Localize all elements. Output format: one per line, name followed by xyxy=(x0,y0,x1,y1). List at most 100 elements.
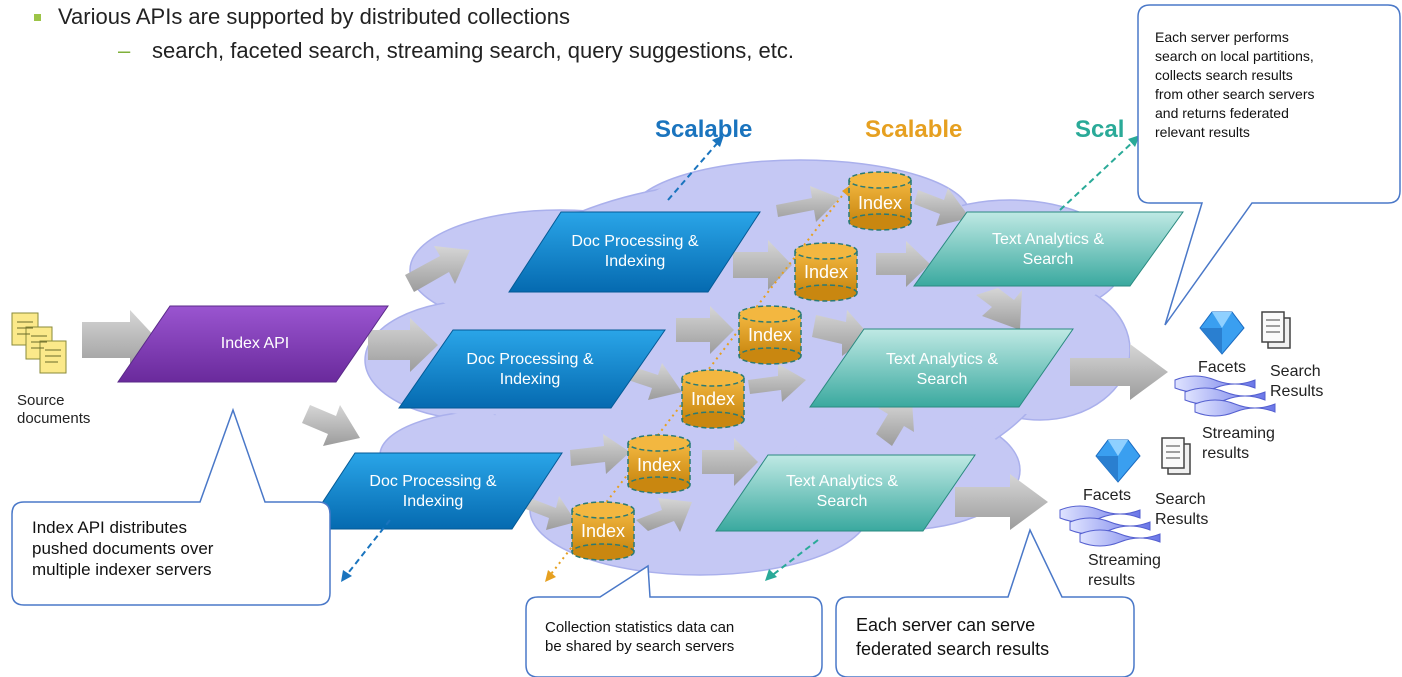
doc-processing-line-2: Indexing xyxy=(402,493,464,510)
callout-line: be shared by search servers xyxy=(545,638,735,655)
doc-processing-node-1 xyxy=(508,211,761,293)
arrow-ta3-to-output xyxy=(955,474,1048,530)
facets-gem-icon-1 xyxy=(1199,311,1245,355)
callout-partitions-shape xyxy=(1137,4,1401,326)
arrow-doc2-to-index4 xyxy=(622,363,682,400)
streaming-wave-icon-1 xyxy=(1174,375,1276,417)
doc-processing-line-1: Doc Processing & xyxy=(466,351,594,368)
arrow-ta2-to-output xyxy=(1070,344,1168,400)
index-label-5: Index xyxy=(636,455,682,475)
streaming-line-1: Streaming xyxy=(1202,425,1275,442)
text-analytics-line-1: Text Analytics & xyxy=(991,231,1105,248)
index-label-1: Index xyxy=(857,193,903,213)
text-analytics-node-3 xyxy=(715,454,976,532)
index-cylinder-2 xyxy=(794,242,858,302)
search-results-label-2: Search Results xyxy=(1155,490,1225,530)
index-cylinder-6 xyxy=(571,501,635,561)
scalable-teal-arrow-up xyxy=(1059,139,1136,211)
source-documents-label: Source documents xyxy=(17,392,90,428)
doc-processing-line-1: Doc Processing & xyxy=(369,473,497,490)
callout-line: relevant results xyxy=(1155,124,1250,140)
text-analytics-label-2: Text Analytics & Search xyxy=(842,350,1042,390)
callout-line: Each server can serve xyxy=(856,615,1036,635)
callout-index-api-shape xyxy=(11,407,331,606)
callout-index-api-text: Index API distributes pushed documents o… xyxy=(32,517,213,580)
arrow-doc2-to-index3 xyxy=(676,306,734,354)
bullet-square-icon xyxy=(34,14,41,21)
streaming-label-2: Streaming results xyxy=(1088,551,1161,591)
arrow-doc3-to-index6 xyxy=(523,496,576,530)
index-cylinders xyxy=(571,171,912,561)
doc-processing-line-1: Doc Processing & xyxy=(571,233,699,250)
scalable-blue-arrow-up xyxy=(667,139,721,201)
text-analytics-line-1: Text Analytics & xyxy=(785,473,899,490)
index-api-node xyxy=(117,305,389,383)
arrow-index4-to-ta2 xyxy=(748,364,806,402)
bullet-item-2: – search, faceted search, streaming sear… xyxy=(20,36,794,66)
source-documents-icon xyxy=(11,312,67,374)
text-analytics-line-1: Text Analytics & xyxy=(885,351,999,368)
scalable-blue-arrowhead-down xyxy=(341,570,352,582)
callout-line: Each server performs xyxy=(1155,29,1289,45)
search-results-line-2: Results xyxy=(1155,511,1209,528)
text-analytics-line-2: Search xyxy=(1022,251,1074,268)
scalable-teal-arrow-down xyxy=(769,539,819,578)
callout-line: collects search results xyxy=(1155,67,1293,83)
arrow-index-api-to-doc2 xyxy=(368,318,438,372)
callout-line: from other search servers xyxy=(1155,86,1315,102)
scalable-blue-arrowhead-up xyxy=(712,135,724,147)
arrow-doc1-to-index2 xyxy=(733,240,792,290)
bullet-text-1: Various APIs are supported by distribute… xyxy=(58,4,570,29)
streaming-wave-icon-2 xyxy=(1059,505,1161,547)
arrow-doc3-to-index5 xyxy=(570,434,630,474)
search-results-line-1: Search xyxy=(1155,491,1206,508)
index-cylinder-5 xyxy=(627,434,691,494)
bullet-list: Various APIs are supported by distribute… xyxy=(20,2,794,63)
search-results-line-1: Search xyxy=(1270,363,1321,380)
streaming-line-2: results xyxy=(1088,572,1136,589)
callout-federated-text: Each server can serve federated search r… xyxy=(856,613,1049,661)
index-label-2: Index xyxy=(803,262,849,282)
text-analytics-label-1: Text Analytics & Search xyxy=(948,230,1148,270)
callout-line: multiple indexer servers xyxy=(32,560,212,579)
index-cylinder-3 xyxy=(738,305,802,365)
callout-line: federated search results xyxy=(856,639,1050,659)
search-results-doc-icon-1 xyxy=(1261,311,1291,349)
facets-label-2: Facets xyxy=(1083,487,1132,504)
scalable-teal-arrowhead-down xyxy=(765,569,777,581)
index-cylinder-1 xyxy=(848,171,912,231)
scalable-label-orange: Scalable xyxy=(865,116,963,143)
stats-line-arrowhead-bottom xyxy=(545,570,556,582)
callout-line: Collection statistics data can xyxy=(545,619,735,636)
streaming-label-1: Streaming results xyxy=(1202,424,1275,464)
callout-line: Index API distributes xyxy=(32,518,187,537)
doc-processing-label-3: Doc Processing & Indexing xyxy=(333,472,533,512)
text-analytics-label-3: Text Analytics & Search xyxy=(742,472,942,512)
facets-label-1: Facets xyxy=(1198,359,1247,376)
arrow-ta3-to-ta2 xyxy=(876,400,914,446)
search-results-line-2: Results xyxy=(1270,383,1324,400)
doc-processing-line-2: Indexing xyxy=(499,371,561,388)
streaming-line-2: results xyxy=(1202,445,1250,462)
streaming-line-1: Streaming xyxy=(1088,552,1161,569)
arrow-index6-to-ta3 xyxy=(636,498,692,532)
callout-line: search on local partitions, xyxy=(1155,48,1314,64)
scalable-label-blue: Scalable xyxy=(655,116,753,143)
arrow-index-api-to-doc1 xyxy=(405,246,470,292)
arrow-ta1-to-ta2 xyxy=(976,288,1022,330)
callout-stats-text: Collection statistics data can be shared… xyxy=(545,618,734,656)
callout-partitions-text: Each server performs search on local par… xyxy=(1155,28,1315,142)
callout-line: pushed documents over xyxy=(32,539,214,558)
index-api-label: Index API xyxy=(220,335,290,352)
bullet-dash-icon: – xyxy=(118,38,131,63)
arrow-index2-to-ta1 xyxy=(876,241,930,287)
doc-processing-line-2: Indexing xyxy=(604,253,666,270)
arrow-index1-to-ta1 xyxy=(914,188,970,226)
search-results-doc-icon-2 xyxy=(1161,437,1191,475)
text-analytics-node-1 xyxy=(913,211,1184,287)
scalable-label-teal: Scal xyxy=(1075,116,1125,143)
text-analytics-line-2: Search xyxy=(916,371,968,388)
doc-processing-node-2 xyxy=(398,329,666,409)
scalable-teal-arrowhead-up xyxy=(1128,135,1140,147)
